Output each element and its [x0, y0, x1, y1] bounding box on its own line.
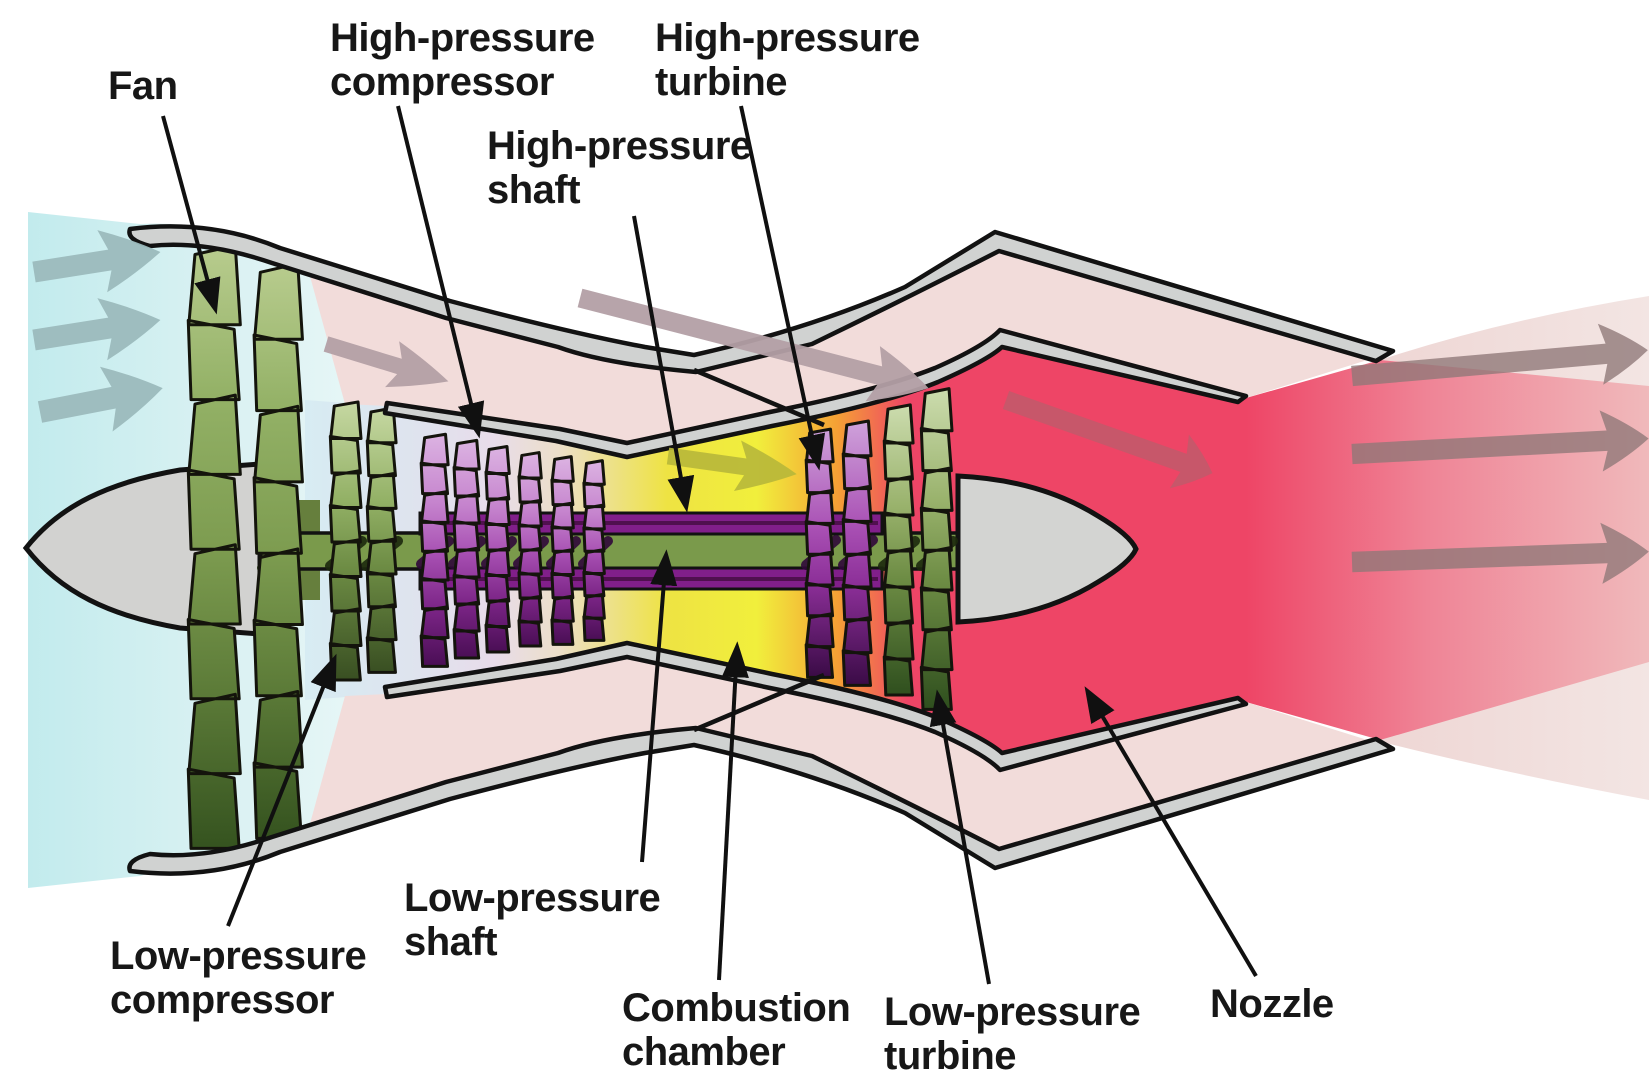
nozzle-pointer — [1084, 686, 1258, 978]
tail-cone — [955, 473, 1139, 625]
bypass-splitter-bottom — [693, 672, 825, 733]
fan-pointer — [161, 115, 221, 315]
hp-compressor-pointer — [396, 105, 485, 439]
label-pointer-lines — [161, 105, 1258, 985]
label-combustion-chamber: Combustion chamber — [622, 986, 851, 1074]
core-cowl-bottom — [382, 640, 1249, 773]
label-nozzle: Nozzle — [1210, 982, 1334, 1026]
lp-compressor-pointer — [226, 653, 337, 927]
label-hp-compressor: High-pressure compressor — [330, 16, 595, 104]
label-lp-turbine: Low-pressure turbine — [884, 990, 1141, 1078]
label-fan: Fan — [108, 64, 178, 108]
nacelle-casing — [127, 224, 1396, 876]
lp-turbine-pointer — [929, 689, 991, 985]
nacelle-bottom — [127, 725, 1396, 876]
label-hp-turbine: High-pressure turbine — [655, 16, 920, 104]
nacelle-top — [127, 224, 1396, 375]
core-cowl-top — [382, 327, 1249, 460]
lp-shaft-pointer — [640, 549, 678, 863]
hp-turbine-pointer — [739, 105, 826, 471]
label-lp-compressor: Low-pressure compressor — [110, 934, 367, 1022]
label-hp-shaft: High-pressure shaft — [487, 124, 752, 212]
hp-shaft-pointer — [632, 215, 695, 513]
combustion-pointer — [717, 641, 749, 981]
label-lp-shaft: Low-pressure shaft — [404, 876, 661, 964]
bypass-splitter-top — [693, 367, 825, 428]
